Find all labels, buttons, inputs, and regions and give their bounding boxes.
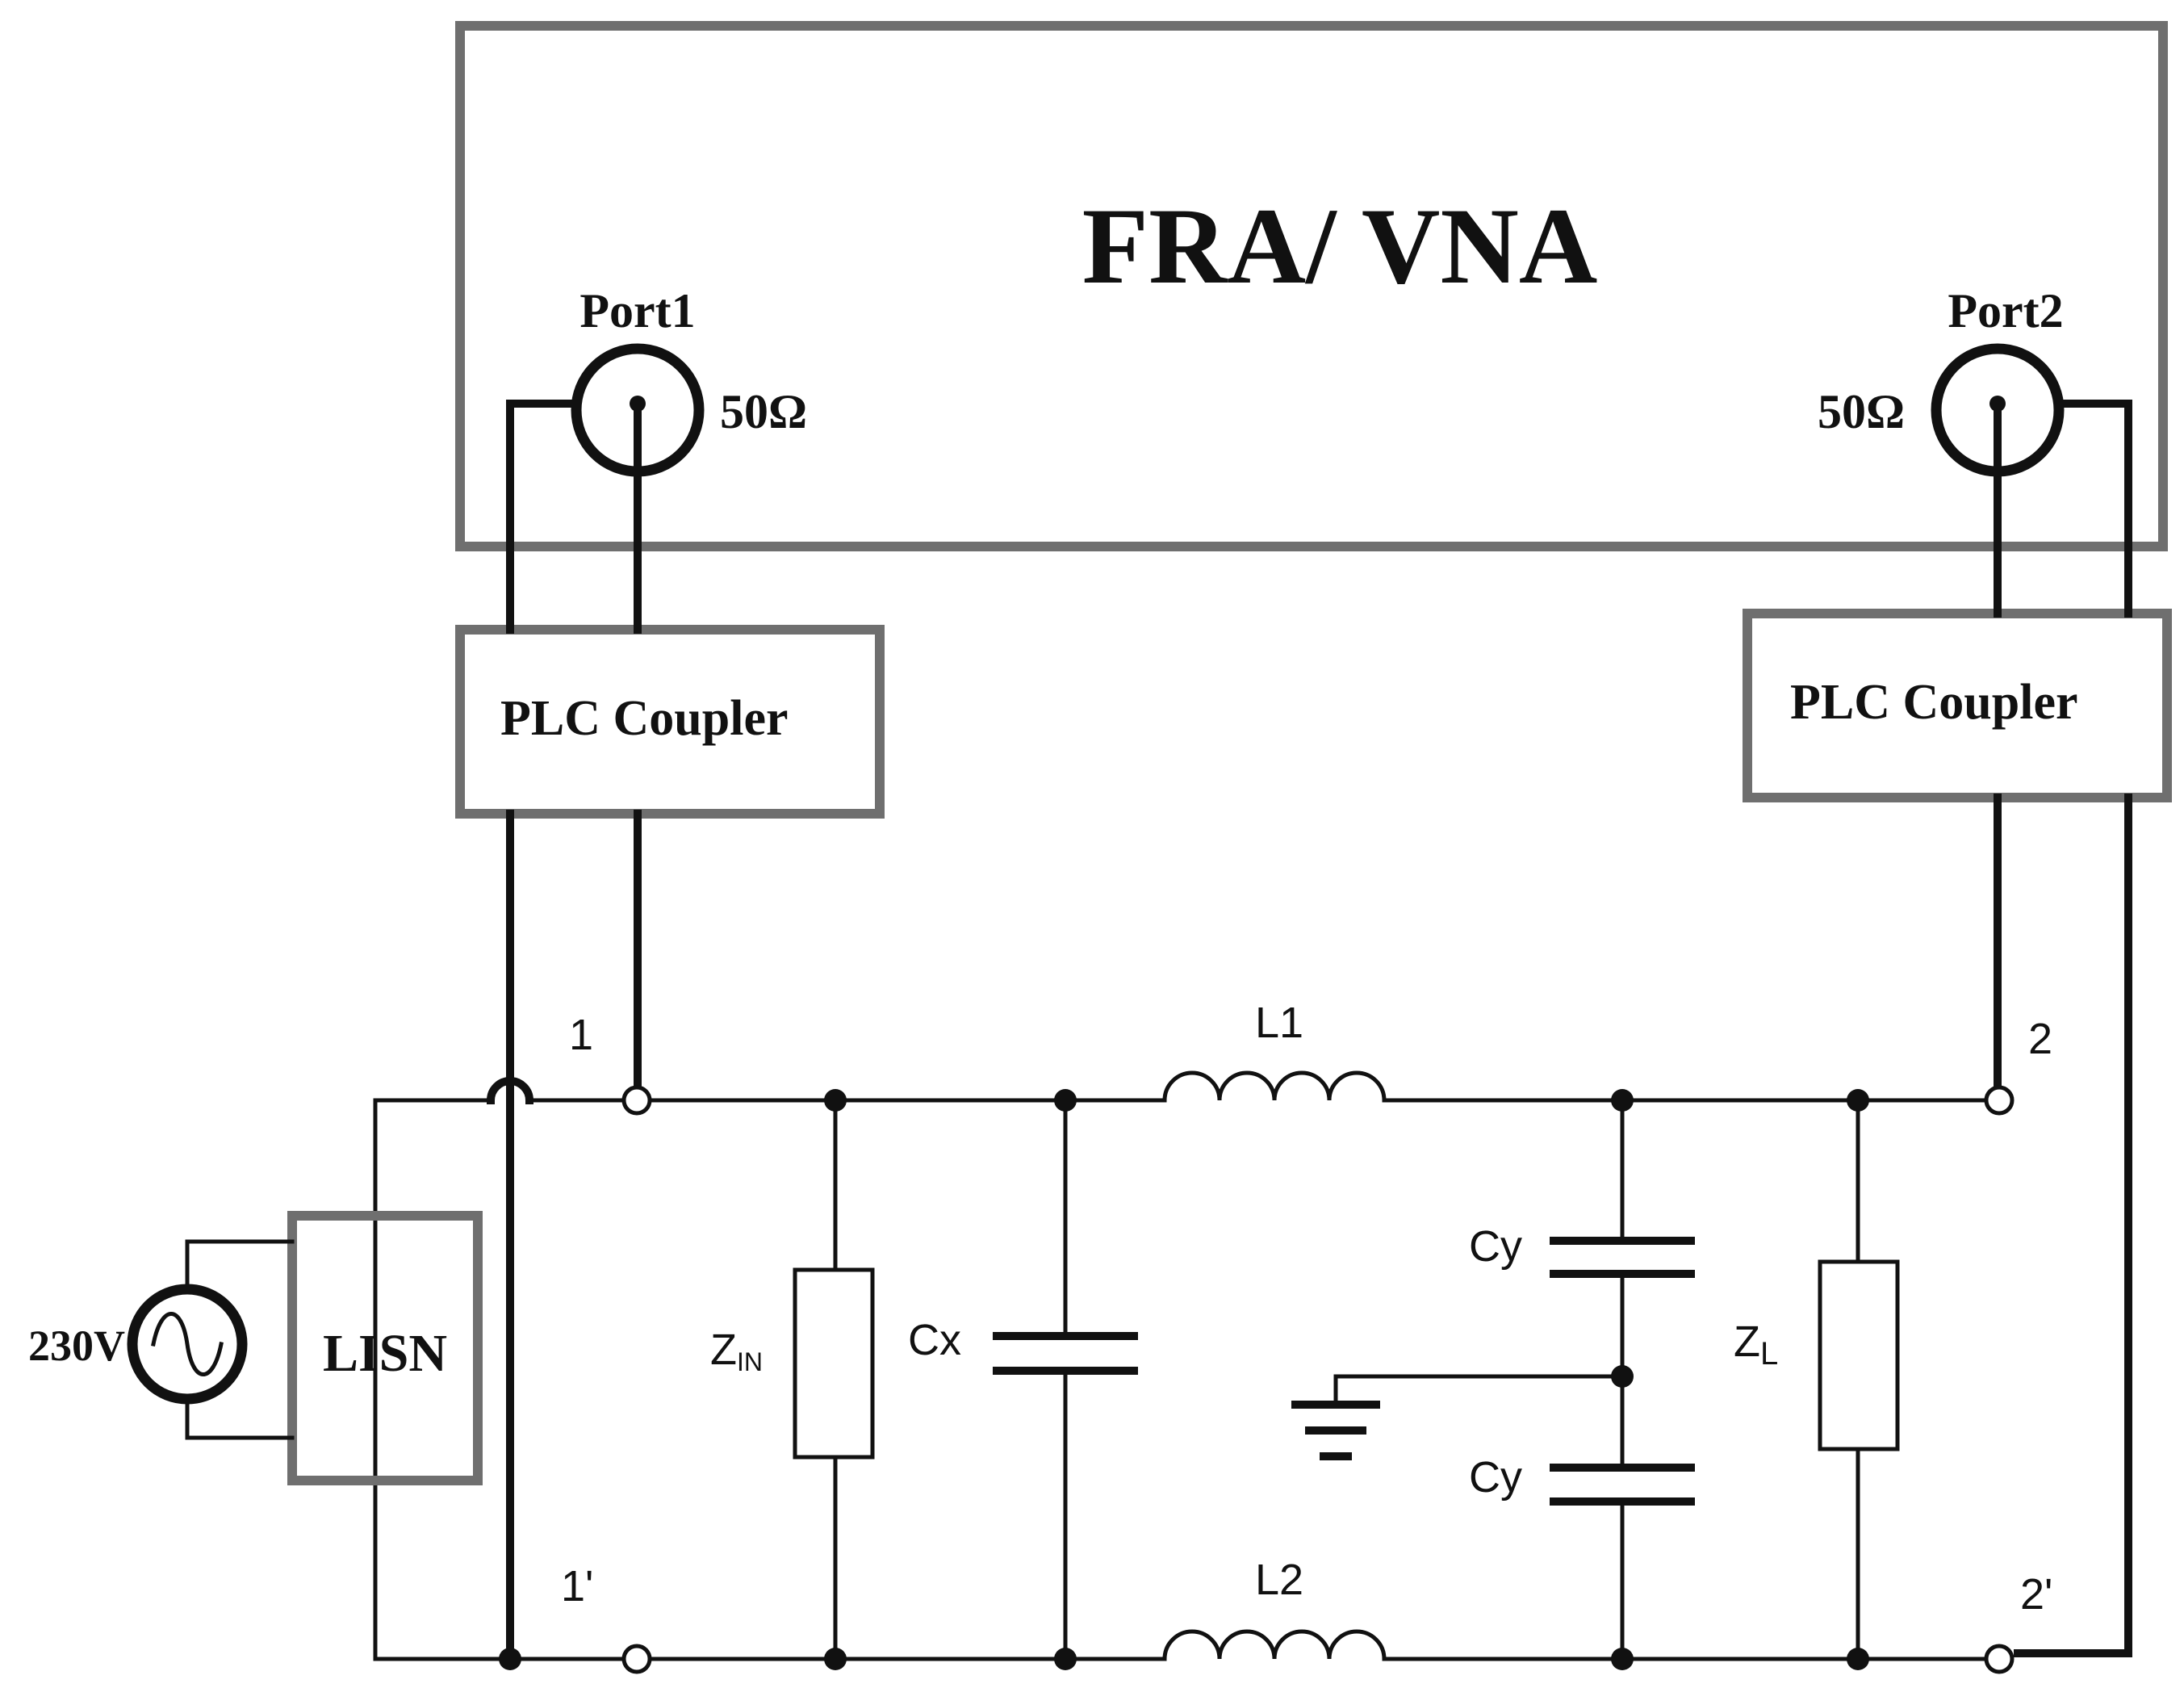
source-voltage-label: 230V (28, 1321, 125, 1370)
port2-shield-wire (2055, 400, 2132, 618)
capacitor-cx-label: Cx (908, 1316, 961, 1364)
terminal-1 (621, 1085, 652, 1116)
ac-source-icon (127, 1284, 248, 1405)
terminal-2-prime-label: 2' (2020, 1570, 2052, 1619)
terminal-1-label: 1 (569, 1011, 593, 1059)
plc-coupler-1-label: PLC Coupler (500, 691, 789, 746)
terminal-2-label: 2 (2028, 1015, 2052, 1063)
terminal-2 (1984, 1085, 2015, 1116)
impedance-zl (1818, 1259, 1900, 1451)
lisn-box (287, 1211, 483, 1485)
ground-icon (1291, 1401, 1380, 1460)
ground-wire (1333, 1374, 1625, 1407)
port1-label: Port1 (579, 284, 695, 337)
terminal-1-prime (621, 1644, 652, 1674)
analyzer-title: FRA/ VNA (1082, 186, 1598, 307)
wire-crossover-hop (486, 1077, 534, 1105)
capacitor-cy-bottom-label: Cy (1469, 1453, 1522, 1502)
plc-coupler-1 (455, 625, 885, 819)
port1-shield-wire (506, 400, 580, 634)
inductor-l1-label: L1 (1255, 999, 1303, 1047)
port2-impedance: 50Ω (1818, 385, 1905, 438)
terminal-1-prime-label: 1' (561, 1562, 593, 1611)
impedance-zin-label: ZIN (710, 1326, 763, 1376)
inductor-l2-label: L2 (1255, 1556, 1303, 1604)
source-wire-top (185, 1239, 295, 1292)
inductor-l1 (1162, 1070, 1387, 1103)
junction-dots (499, 1089, 1869, 1670)
plc-coupler-2 (1743, 609, 2172, 802)
source-wire-bottom (185, 1397, 295, 1440)
port2-label: Port2 (1948, 284, 2063, 337)
capacitor-cy-top-label: Cy (1469, 1222, 1522, 1271)
port1-impedance: 50Ω (720, 385, 807, 438)
analyzer-box (455, 21, 2168, 551)
coupler2-shield-wire (2014, 794, 2132, 1657)
lisn-label: LISN (323, 1324, 447, 1383)
impedance-zin (793, 1267, 875, 1460)
terminal-2-prime (1984, 1644, 2015, 1674)
inductor-l2 (1162, 1629, 1387, 1661)
plc-coupler-2-label: PLC Coupler (1790, 675, 2078, 730)
ac-sine-icon (151, 1312, 224, 1376)
impedance-zl-label: ZL (1734, 1317, 1778, 1372)
